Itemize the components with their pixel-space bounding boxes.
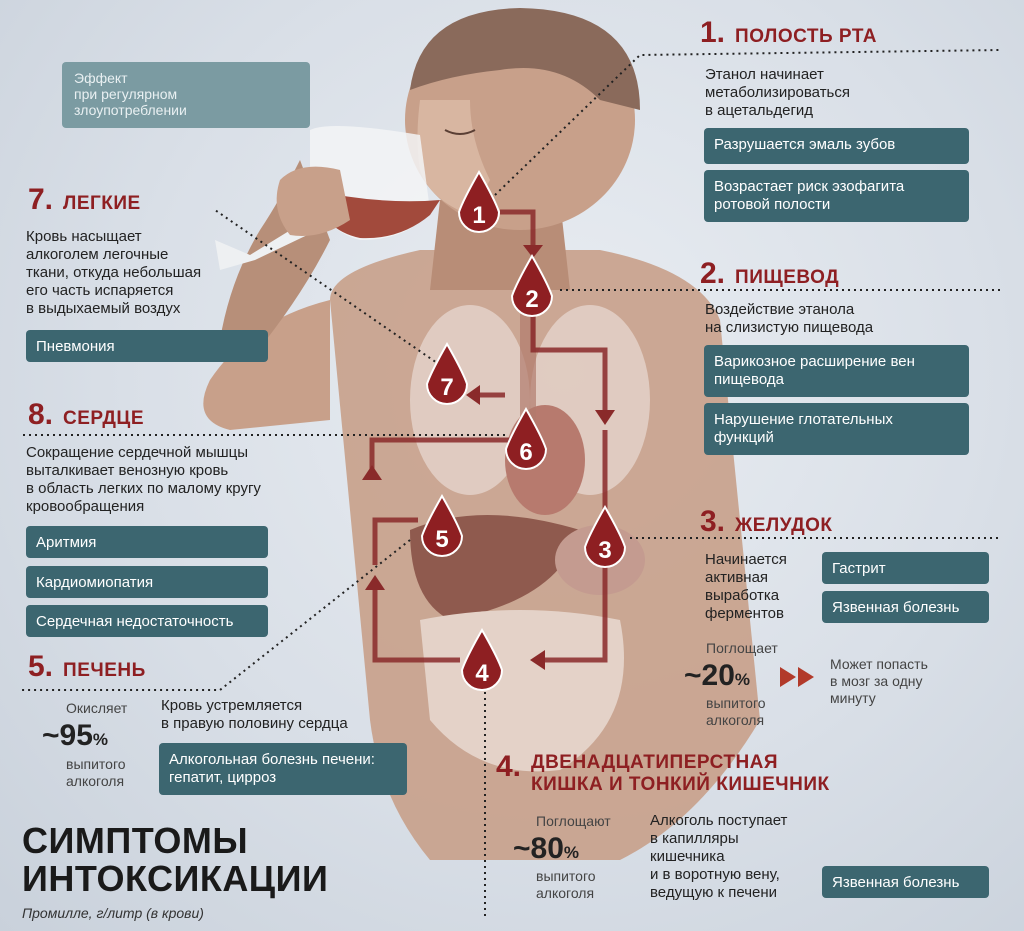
stomach-percent: ~20%	[684, 660, 750, 696]
marker-1-label: 1	[472, 202, 485, 229]
section-liver-heading: ПЕЧЕНЬ	[63, 660, 146, 681]
section-intestine-text: Алкоголь поступает в капилляры кишечника…	[650, 812, 788, 901]
section-esophagus-heading: ПИЩЕВОД	[735, 267, 840, 288]
intestine-absorb-label: Поглощают	[536, 813, 611, 829]
section-lungs: 7. ЛЕГКИЕ	[28, 185, 328, 215]
marker-3: 3	[583, 505, 627, 568]
section-mouth-text: Этанол начинает метаболизироваться в аце…	[705, 66, 850, 119]
section-liver: 5. ПЕЧЕНЬ	[28, 652, 328, 682]
effect-box: Пневмония	[26, 330, 268, 362]
liver-absorb-label: Окисляет	[66, 700, 128, 716]
leader-lines	[20, 49, 1001, 920]
page-title-line2: ИНТОКСИКАЦИИ	[22, 858, 329, 899]
effect-box: Алкогольная болезнь печени: гепатит, цир…	[159, 743, 407, 795]
hand-shape	[276, 166, 350, 236]
intestine-percent: ~80%	[513, 833, 579, 869]
arm-shape	[203, 300, 330, 430]
marker-4-label: 4	[475, 660, 489, 687]
double-arrow-icon	[780, 667, 814, 687]
effect-box: Язвенная болезнь	[822, 866, 989, 898]
liver-percent-value: ~95	[42, 719, 93, 752]
section-esophagus-number: 2.	[700, 257, 726, 290]
stomach-percent-sign: %	[734, 670, 751, 689]
section-esophagus-text: Воздействие этанола на слизистую пищевод…	[705, 301, 874, 336]
intestine-percent-value: ~80	[513, 832, 564, 865]
section-stomach-heading: ЖЕЛУДОК	[735, 515, 833, 536]
marker-7-label: 7	[440, 374, 453, 401]
section-intestine-heading-line2: КИШКА И ТОНКИЙ КИШЕЧНИК	[531, 774, 830, 795]
marker-3-label: 3	[598, 537, 611, 564]
liver-absorb-sub: выпитого алкоголя	[66, 756, 126, 789]
effect-box: Язвенная болезнь	[822, 591, 989, 623]
effect-box: Кардиомиопатия	[26, 566, 268, 598]
marker-5-label: 5	[435, 526, 448, 553]
marker-4: 4	[460, 628, 504, 691]
marker-6-label: 6	[519, 439, 532, 466]
section-heart-number: 8.	[28, 398, 54, 431]
marker-5: 5	[420, 494, 464, 557]
effect-box: Гастрит	[822, 552, 989, 584]
effect-box: Варикозное расширение вен пищевода	[704, 345, 969, 397]
hair-shape	[410, 8, 640, 110]
stomach-percent-value: ~20	[684, 659, 735, 692]
liver-percent: ~95%	[42, 720, 108, 756]
page-title: СИМПТОМЫ ИНТОКСИКАЦИИ	[22, 822, 328, 898]
section-intestine-number: 4.	[496, 750, 522, 783]
section-liver-number: 5.	[28, 650, 54, 683]
stomach-absorb-sub: выпитого алкоголя	[706, 695, 766, 728]
legend-box: Эффект при регулярном злоупотреблении	[62, 62, 310, 128]
effect-box: Разрушается эмаль зубов	[704, 128, 969, 164]
eye-shape	[444, 129, 476, 135]
section-intestine: 4. ДВЕНАДЦАТИПЕРСТНАЯ КИШКА И ТОНКИЙ КИШ…	[496, 752, 916, 796]
lung-left	[410, 305, 530, 495]
section-heart: 8. СЕРДЦЕ	[28, 400, 328, 430]
effect-box: Возрастает риск эзофагита ротовой полост…	[704, 170, 969, 222]
marker-6: 6	[504, 407, 548, 470]
section-mouth: 1. ПОЛОСТЬ РТА	[700, 18, 1010, 48]
section-heart-text: Сокращение сердечной мышцы выталкивает в…	[26, 444, 261, 515]
marker-1: 1	[457, 170, 501, 233]
effect-box: Аритмия	[26, 526, 268, 558]
brain-note: Может попасть в мозг за одну минуту	[830, 656, 928, 706]
page-subtitle: Промилле, г/литр (в крови)	[22, 905, 204, 921]
section-intestine-heading-line1: ДВЕНАДЦАТИПЕРСТНАЯ	[531, 752, 779, 773]
section-liver-text: Кровь устремляется в правую половину сер…	[161, 697, 348, 732]
section-lungs-heading: ЛЕГКИЕ	[63, 193, 141, 214]
intestine-absorb-sub: выпитого алкоголя	[536, 868, 596, 901]
section-mouth-number: 1.	[700, 16, 726, 49]
section-stomach-text: Начинается активная выработка ферментов	[705, 551, 787, 622]
page-title-line1: СИМПТОМЫ	[22, 820, 249, 861]
section-stomach: 3. ЖЕЛУДОК	[700, 507, 1010, 537]
section-esophagus: 2. ПИЩЕВОД	[700, 259, 1010, 289]
effect-box: Сердечная недостаточность	[26, 605, 268, 637]
section-mouth-heading: ПОЛОСТЬ РТА	[735, 26, 877, 47]
section-lungs-number: 7.	[28, 183, 54, 216]
liver-percent-sign: %	[92, 730, 109, 749]
effect-box: Нарушение глотательных функций	[704, 403, 969, 455]
section-lungs-text: Кровь насыщает алкоголем легочные ткани,…	[26, 228, 202, 317]
section-heart-heading: СЕРДЦЕ	[63, 408, 144, 429]
stomach-absorb-label: Поглощает	[706, 640, 778, 656]
intestine-percent-sign: %	[563, 843, 580, 862]
section-stomach-number: 3.	[700, 505, 726, 538]
marker-7: 7	[425, 342, 469, 405]
marker-2: 2	[510, 254, 554, 317]
flow-arrows	[362, 245, 615, 670]
marker-2-label: 2	[525, 286, 538, 313]
